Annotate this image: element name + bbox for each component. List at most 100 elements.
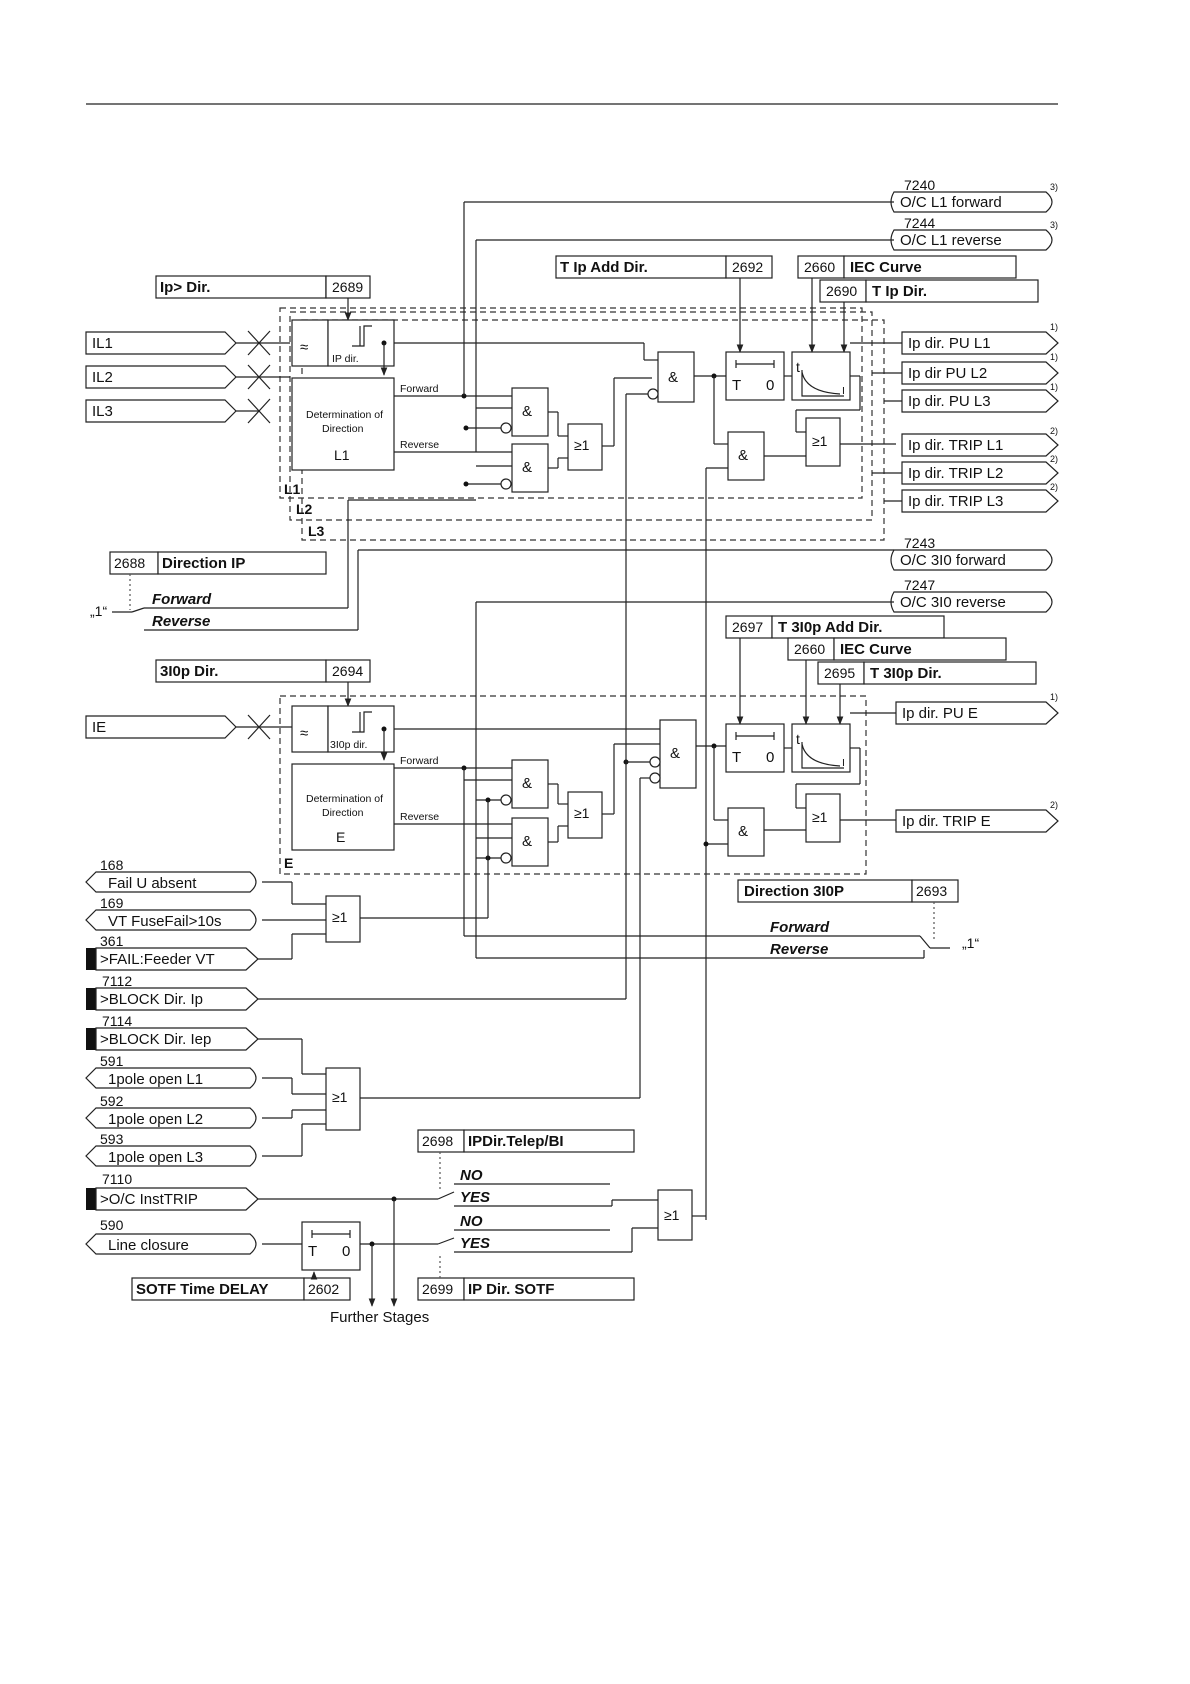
output-pu-e: Ip dir. PU E 1)	[895, 692, 1059, 725]
output-o7240-num: 7240	[904, 177, 935, 193]
input-s592-label: 1pole open L2	[108, 1111, 203, 1128]
param-t0add[interactable]: 2697 T 3I0p Add Dir.	[725, 615, 945, 639]
frame-l3-label: L3	[308, 523, 325, 539]
curve-block-e: t I	[791, 723, 851, 773]
param-ipdir[interactable]: Ip> Dir. 2689	[155, 275, 371, 299]
param-iec2-label: IEC Curve	[840, 641, 912, 658]
frame-l2	[289, 311, 873, 521]
dirip-one: „1“	[90, 603, 107, 619]
output-trip-l3-label: Ip dir. TRIP L3	[908, 493, 1003, 510]
timer-sotf-t: T	[308, 1243, 317, 1260]
note-1-a: 1)	[1050, 322, 1058, 332]
input-il2: IL2	[85, 365, 237, 389]
direction-block-e: Determination of Direction E	[291, 763, 395, 851]
filter-symbol: ≈	[300, 339, 308, 356]
frame-e-label: E	[284, 855, 293, 871]
or-e-sym: ≥1	[574, 805, 590, 821]
sotf-yes: YES	[460, 1235, 490, 1252]
param-i0dir-label: 3I0p Dir.	[160, 663, 218, 680]
or-gate-sotf: ≥1	[657, 1189, 693, 1241]
param-iec1-num: 2660	[804, 259, 835, 275]
timer-block-l1: T 0	[725, 351, 785, 401]
param-iec2-num: 2660	[794, 641, 825, 657]
input-s168-num: 168	[100, 857, 124, 873]
det-l1-line2: Direction	[322, 423, 364, 435]
or-gate-block: ≥1	[325, 1067, 361, 1131]
input-s168: 168 Fail U absent	[85, 857, 257, 893]
param-taddir[interactable]: T Ip Add Dir. 2692	[555, 255, 773, 279]
output-o7240-label: O/C L1 forward	[900, 194, 1002, 211]
output-pu-e-label: Ip dir. PU E	[902, 705, 978, 722]
param-ipsotf[interactable]: 2699 IP Dir. SOTF	[417, 1277, 635, 1301]
input-s169-label: VT FuseFail>10s	[108, 913, 222, 930]
note-2-a: 2)	[1050, 426, 1058, 436]
or-trip-e-sym: ≥1	[812, 809, 828, 825]
and-gate-trip-e: &	[727, 807, 765, 857]
input-s361-num: 361	[100, 933, 124, 949]
param-t0dir[interactable]: 2695 T 3I0p Dir.	[817, 661, 1037, 685]
telep-yes: YES	[460, 1189, 490, 1206]
output-trip-l1-label: Ip dir. TRIP L1	[908, 437, 1003, 454]
and-gate-fwd-l1: &	[511, 387, 549, 437]
param-taddir-num: 2692	[732, 259, 763, 275]
param-dir0[interactable]: Direction 3I0P 2693	[737, 879, 959, 903]
output-trip-e-label: Ip dir. TRIP E	[902, 813, 991, 830]
param-iec2[interactable]: 2660 IEC Curve	[787, 637, 1007, 661]
input-s7112: 7112 >BLOCK Dir. Ip	[86, 973, 259, 1011]
param-t0add-label: T 3I0p Add Dir.	[778, 619, 882, 636]
and-gate-fwd-e: &	[511, 759, 549, 809]
param-dirip[interactable]: 2688 Direction IP	[109, 551, 327, 575]
input-il2-label: IL2	[92, 369, 113, 386]
dirip-reverse: Reverse	[152, 613, 210, 630]
frame-l1-label: L1	[284, 481, 301, 497]
param-dir0-num: 2693	[916, 883, 947, 899]
and-fwd-l1-sym: &	[522, 403, 532, 420]
filter-threshold-e: ≈ 3I0p dir.	[291, 705, 395, 753]
input-s7112-num: 7112	[102, 973, 132, 989]
or-l1-sym: ≥1	[574, 437, 590, 453]
param-ipsotf-num: 2699	[422, 1281, 453, 1297]
and-trip-l1-sym: &	[738, 447, 748, 464]
input-s361: 361 >FAIL:Feeder VT	[86, 933, 259, 971]
input-il3-label: IL3	[92, 403, 113, 420]
input-s7114-num: 7114	[102, 1013, 132, 1029]
timer-e-t: T	[732, 749, 741, 766]
input-il1: IL1	[85, 331, 237, 355]
param-i0dir[interactable]: 3I0p Dir. 2694	[155, 659, 371, 683]
param-telep[interactable]: 2698 IPDir.Telep/BI	[417, 1129, 635, 1153]
input-s593: 593 1pole open L3	[85, 1131, 257, 1167]
note-1-d: 1)	[1050, 692, 1058, 702]
input-s591-num: 591	[100, 1053, 124, 1069]
det-e-line1: Determination of	[306, 793, 383, 805]
param-iec1[interactable]: 2660 IEC Curve	[797, 255, 1017, 279]
input-s7110-label: >O/C InstTRIP	[100, 1191, 198, 1208]
det-l1-line1: Determination of	[306, 409, 383, 421]
input-ie: IE	[85, 715, 237, 739]
cross-marks-top	[236, 330, 290, 424]
curve-e-t: t	[796, 731, 800, 747]
and-main-l1-sym: &	[668, 369, 678, 386]
filter-symbol-e: ≈	[300, 725, 308, 742]
param-i0dir-num: 2694	[332, 663, 363, 679]
output-pu-l2: Ip dir PU L2 1)	[901, 352, 1059, 385]
input-s361-label: >FAIL:Feeder VT	[100, 951, 215, 968]
output-o7243-num: 7243	[904, 535, 935, 551]
or-gate-trip-e: ≥1	[805, 793, 841, 843]
input-il1-label: IL1	[92, 335, 113, 352]
dir0-forward: Forward	[770, 919, 830, 936]
output-trip-l2-label: Ip dir. TRIP L2	[908, 465, 1003, 482]
curve-block-l1: t I	[791, 351, 851, 401]
and-gate-main-e: &	[659, 719, 697, 789]
output-pu-l3-label: Ip dir. PU L3	[908, 393, 991, 410]
curve-l1-t: t	[796, 359, 800, 375]
param-tipdir[interactable]: 2690 T Ip Dir.	[819, 279, 1039, 303]
input-s169-num: 169	[100, 895, 124, 911]
param-sotfd[interactable]: SOTF Time DELAY 2602	[131, 1277, 351, 1301]
and-gate-main-l1: &	[657, 351, 695, 403]
input-s593-label: 1pole open L3	[108, 1149, 203, 1166]
timer-l1-t: T	[732, 377, 741, 394]
input-s592-num: 592	[100, 1093, 124, 1109]
input-s169: 169 VT FuseFail>10s	[85, 895, 257, 931]
output-o7247-num: 7247	[904, 577, 935, 593]
curve-e-i: I	[842, 757, 845, 769]
